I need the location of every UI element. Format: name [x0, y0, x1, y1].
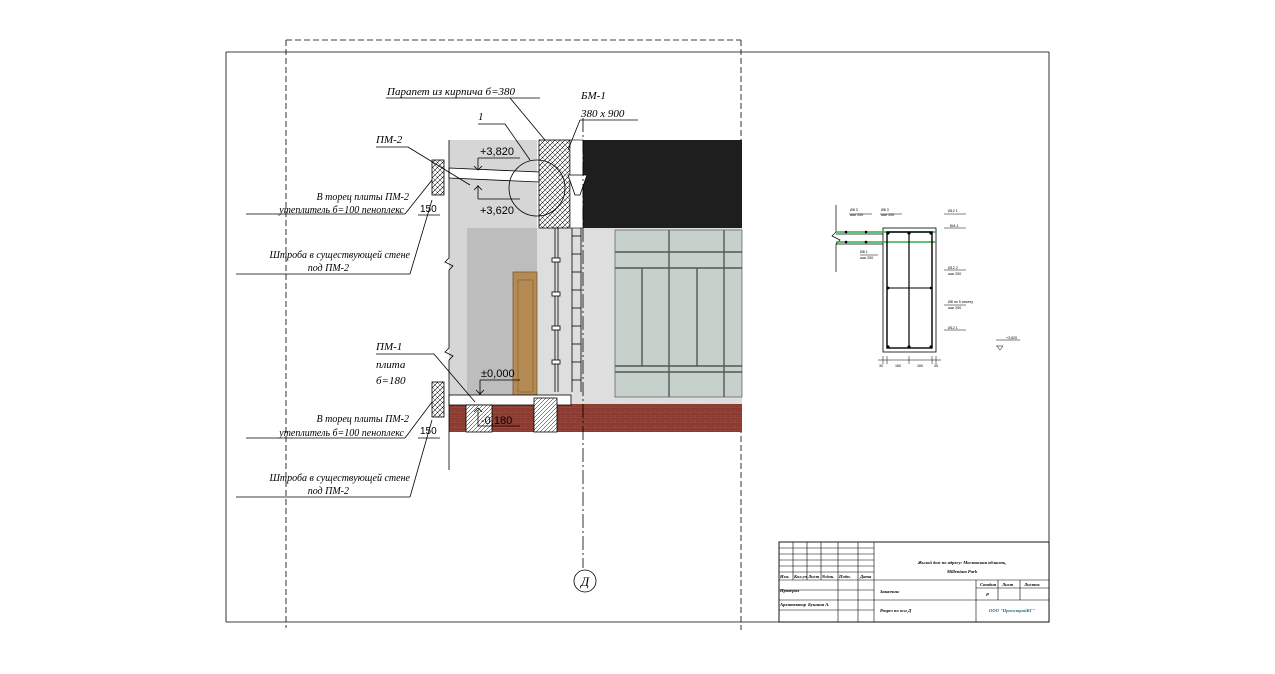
detail-break-line — [831, 205, 841, 272]
detail-mark-l3: Ø8 3 — [881, 208, 889, 212]
chase-bot-line1: Штроба в существующей стене — [268, 473, 410, 484]
detail-dim-1: 30 — [879, 364, 883, 368]
insul-bot-line2: утеплитель б=100 пеноплекс — [278, 428, 404, 439]
node-number: 1 — [478, 111, 484, 123]
detail-mark-r4: шаг 200 — [948, 272, 961, 276]
building-section — [431, 139, 743, 470]
viewport-dashed-frame — [285, 39, 742, 630]
foundation-block-right — [533, 397, 558, 433]
tb-project-line2: Millenium Park — [946, 569, 978, 574]
tb-col-ndok: №док. — [821, 574, 834, 579]
parapet-label: Парапет из кирпича б=380 — [386, 86, 516, 98]
insulation-pad-bottom — [431, 381, 445, 418]
detail-dim-4: 30 — [934, 364, 938, 368]
title-block-grid — [779, 542, 1049, 622]
elev-below-zero: -0,180 — [481, 415, 512, 427]
door-panel — [517, 279, 534, 393]
roof-mass — [583, 140, 742, 228]
detail-level-mark: +3,620 — [1006, 336, 1017, 340]
existing-wall-line — [444, 140, 454, 470]
leader-lines — [236, 97, 638, 498]
sheet-frame — [225, 51, 1050, 623]
insul-top-line2: утеплитель б=100 пеноплекс — [278, 205, 404, 216]
tb-col-koluch: Кол.уч — [793, 574, 808, 579]
title-block: Изм. Кол.уч Лист №док. Подп. Дата Провер… — [778, 541, 1050, 623]
detail-mark-r7: Ø12 1 — [948, 326, 958, 330]
tb-company: ООО "ПромстройКГ" — [989, 608, 1035, 613]
elevation-markers — [473, 165, 485, 413]
detail-mark-r6: шаг 200 — [948, 306, 961, 310]
tb-col-list: Лист — [807, 574, 820, 579]
bm1-size: 380 х 900 — [580, 108, 625, 120]
beam-section-detail: Ø8 3 шаг 200 Ø8 3 шаг 200 Ø8 1 шаг 200 Ø… — [831, 205, 1020, 368]
tb-project-line1: Жилой дом по адресу: Московская область, — [917, 560, 1006, 565]
brick-plinth — [449, 404, 742, 432]
tb-stage-label: Стадия — [980, 582, 997, 587]
detail-node-circle — [508, 159, 566, 217]
pipe-clamps — [551, 257, 561, 365]
tb-sheet-label: Лист — [1001, 582, 1014, 587]
detail-mark-r3: Ø12 2 — [948, 266, 958, 270]
title-block-frame — [778, 541, 1050, 623]
detail-leaders — [849, 213, 1020, 364]
tb-sheets-label: Листов — [1023, 582, 1040, 587]
bm1-mark: БМ-1 — [580, 90, 606, 102]
tb-customer: Заказчик: — [879, 589, 900, 594]
insulation-pad-top — [431, 159, 445, 196]
detail-dim-2: 160 — [895, 364, 901, 368]
tb-row-checked: Проверил — [779, 588, 800, 593]
detail-mark-r1: Ø12 1 — [948, 209, 958, 213]
chase-bot-line2: под ПМ-2 — [308, 486, 349, 497]
elev-top-parapet: +3,820 — [480, 146, 514, 158]
insul-bot-line1: В торец плиты ПМ-2 — [316, 414, 409, 425]
pm1-thickness: б=180 — [376, 375, 406, 387]
tb-col-izm: Изм. — [779, 574, 790, 579]
tb-sheet-name: Разрез по оси Д — [880, 608, 912, 613]
detail-mark-l4: шаг 200 — [881, 213, 894, 217]
detail-mark-r5: Ø8 по 5 сечену — [948, 300, 973, 304]
chase-top-line2: под ПМ-2 — [308, 263, 349, 274]
detail-dim-3: 160 — [917, 364, 923, 368]
insul-top-line1: В торец плиты ПМ-2 — [316, 192, 409, 203]
detail-mark-l2: шаг 200 — [850, 213, 863, 217]
bearing-dim-top: 150 — [420, 204, 437, 215]
tb-col-podp: Подп. — [838, 574, 851, 579]
rebar-dots — [844, 230, 933, 349]
curtain-wall-mullions — [615, 230, 742, 397]
ladder-rungs — [572, 235, 581, 381]
detail-mark-l5: Ø8 1 — [860, 250, 868, 254]
pm2-mark: ПМ-2 — [375, 134, 403, 146]
tb-stage-value: Р — [986, 592, 989, 597]
tb-row-author: Архитектор — [779, 602, 807, 607]
glass-curtain-wall — [614, 229, 743, 398]
elev-slab-bottom: +3,620 — [480, 205, 514, 217]
tb-col-data: Дата — [859, 574, 872, 579]
detail-mark-l6: шаг 200 — [860, 256, 873, 260]
callout-texts: Парапет из кирпича б=380 БМ-1 380 х 900 … — [268, 86, 624, 497]
parapet-wall — [538, 139, 571, 229]
entrance-door — [512, 271, 538, 397]
tb-row-author-name: Бушина А. — [807, 602, 830, 607]
detail-mark-r2: БМ-1 — [950, 224, 959, 228]
pm1-type: плита — [376, 359, 406, 371]
chase-top-line1: Штроба в существующей стене — [268, 250, 410, 261]
detail-mark-l1: Ø8 3 — [850, 208, 858, 212]
axis-label: Д — [579, 574, 590, 589]
drain-funnel — [567, 174, 588, 196]
axis-bubble — [573, 569, 597, 593]
pm1-mark: ПМ-1 — [375, 341, 402, 353]
bearing-dim-bottom: 150 — [420, 426, 437, 437]
elev-zero: ±0,000 — [481, 368, 515, 380]
